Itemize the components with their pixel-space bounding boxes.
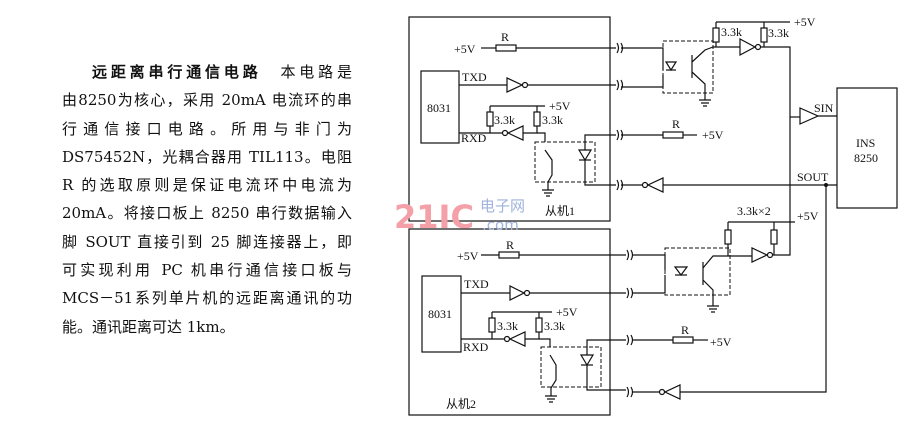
label-vcc: +5V	[454, 42, 476, 56]
label-resistor: R	[681, 323, 689, 337]
label-mcu: 8031	[427, 101, 451, 115]
label-resistor: R	[501, 30, 509, 44]
label-sout: SOUT	[797, 170, 829, 184]
label-resistor: R	[506, 238, 514, 252]
label-sin: SIN	[814, 101, 834, 115]
slave1-board	[408, 16, 611, 222]
label-resistor-pair: 3.3k×2	[737, 204, 771, 218]
label-vcc: +5V	[702, 128, 724, 142]
label-resistor-value: 3.3k	[544, 319, 565, 333]
watermark-brand: 21IC	[394, 198, 474, 236]
label-resistor-value: 3.3k	[494, 113, 515, 127]
text-span: 本电路是	[280, 63, 352, 81]
label-vcc: +5V	[797, 209, 819, 223]
label-txd: TXD	[464, 277, 489, 291]
slave2-wiring	[461, 249, 708, 403]
text-line: 脚 SOUT 直接引到 25 脚连接器上，即	[62, 232, 352, 251]
host-receiver-1	[662, 21, 837, 250]
slave2-board	[408, 228, 611, 416]
chip-label: INS	[856, 136, 875, 150]
label-rxd: RXD	[461, 131, 487, 145]
label-resistor-value: 3.3k	[768, 26, 789, 40]
label-vcc: +5V	[457, 249, 479, 263]
mcu-8031-2	[421, 275, 462, 353]
description-paragraph: 远距离串行通信电路 本电路是 由8250为核心，采用 20mA 电流环的串 行通…	[62, 58, 352, 341]
ins8250-chip	[836, 87, 898, 209]
mcu-8031-1	[420, 70, 460, 144]
label-vcc: +5V	[710, 335, 732, 349]
watermark-cn: 电子网	[480, 197, 525, 215]
label-resistor-value: 3.3k	[542, 113, 563, 127]
label-resistor-value: 3.3k	[721, 25, 742, 39]
text-line: 行通信接口电路。所用与非门为	[62, 119, 352, 138]
slave1-label: 从机1	[545, 204, 575, 218]
slave1-wiring	[459, 42, 837, 197]
label-vcc: +5V	[556, 305, 578, 319]
label-rxd: RXD	[463, 340, 489, 354]
slave2-label: 从机2	[446, 397, 476, 411]
chip-label: 8250	[854, 151, 878, 165]
text-line: 可实现利用 PC 机串行通信接口板与	[62, 261, 352, 280]
watermark-domain: .com	[482, 216, 519, 234]
text-line: 远距离串行通信电路 本电路是	[62, 58, 352, 86]
label-vcc: +5V	[794, 15, 816, 29]
label-resistor-value: 3.3k	[497, 319, 518, 333]
label-resistor: R	[672, 117, 680, 131]
text-line: 能。通讯距离可达 1km。	[62, 317, 235, 336]
text-line: MCS－51系列单片机的远距离通讯的功	[62, 289, 352, 308]
label-mcu: 8031	[428, 307, 452, 321]
host-receiver-2	[664, 183, 828, 393]
watermark-logo: 21IC 电子网 .com	[394, 197, 525, 236]
label-txd: TXD	[462, 70, 487, 84]
text-line: 20mA。将接口板上 8250 串行数据输入	[62, 204, 352, 223]
label-vcc: +5V	[549, 99, 571, 113]
circuit-title: 远距离串行通信电路	[92, 63, 262, 81]
text-line: R 的选取原则是保证电流环中电流为	[62, 176, 352, 195]
text-line: DS75452N，光耦合器用 TIL113。电阻	[62, 147, 352, 166]
text-line: 由8250为核心，采用 20mA 电流环的串	[62, 91, 352, 110]
